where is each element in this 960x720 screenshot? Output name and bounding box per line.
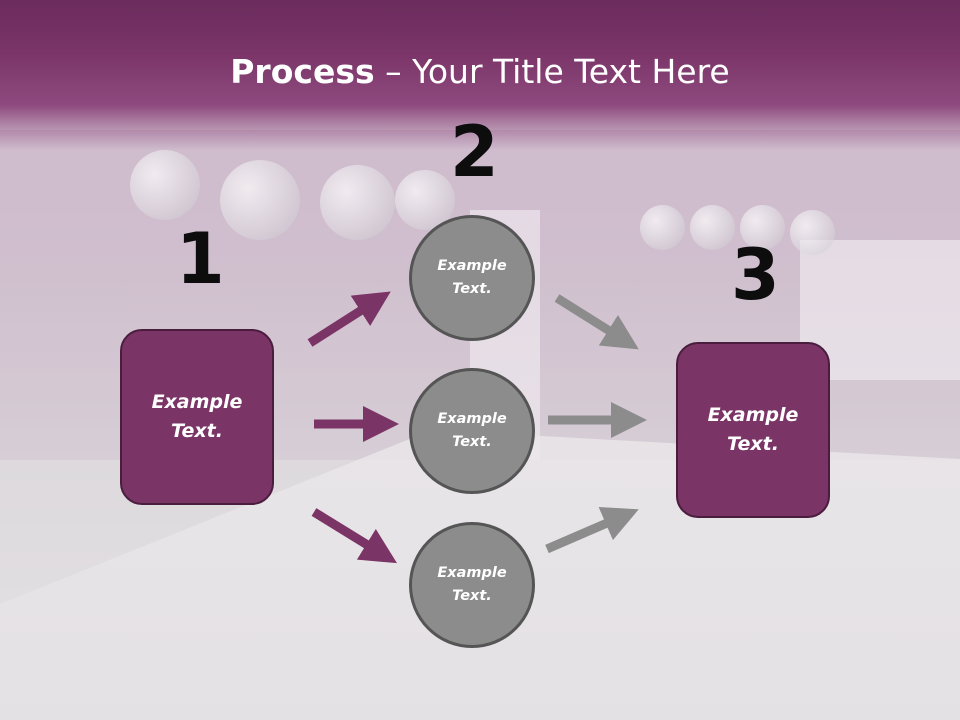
circle-middle[interactable]: Example Text. bbox=[409, 368, 535, 494]
background-ball bbox=[220, 160, 300, 240]
background-ball bbox=[320, 165, 395, 240]
arrow-left-up bbox=[307, 291, 391, 347]
header-band bbox=[0, 0, 960, 150]
background-ball bbox=[130, 150, 200, 220]
arrow-right-down bbox=[545, 507, 639, 554]
background-ball bbox=[640, 205, 685, 250]
circle-top[interactable]: Example Text. bbox=[409, 215, 535, 341]
step-number-1: 1 bbox=[176, 218, 225, 300]
circle-bottom-text: Example Text. bbox=[437, 565, 507, 604]
circle-middle-text: Example Text. bbox=[437, 411, 507, 450]
background-ball bbox=[790, 210, 835, 255]
right-box[interactable]: Example Text. bbox=[676, 342, 830, 518]
arrow-right-up bbox=[554, 294, 639, 350]
left-box-text: Example Text. bbox=[151, 391, 243, 442]
circle-top-text: Example Text. bbox=[437, 258, 507, 297]
title-bold: Process bbox=[230, 52, 375, 91]
background-ball bbox=[690, 205, 735, 250]
step-number-3: 3 bbox=[731, 234, 780, 316]
slide-title[interactable]: Process – Your Title Text Here bbox=[0, 52, 960, 91]
left-box[interactable]: Example Text. bbox=[120, 329, 274, 505]
background-ball bbox=[740, 205, 785, 250]
arrow-left-down bbox=[311, 508, 397, 564]
right-box-text: Example Text. bbox=[707, 404, 799, 455]
circle-bottom[interactable]: Example Text. bbox=[409, 522, 535, 648]
title-rest: – Your Title Text Here bbox=[374, 52, 730, 91]
step-number-2: 2 bbox=[450, 111, 499, 193]
